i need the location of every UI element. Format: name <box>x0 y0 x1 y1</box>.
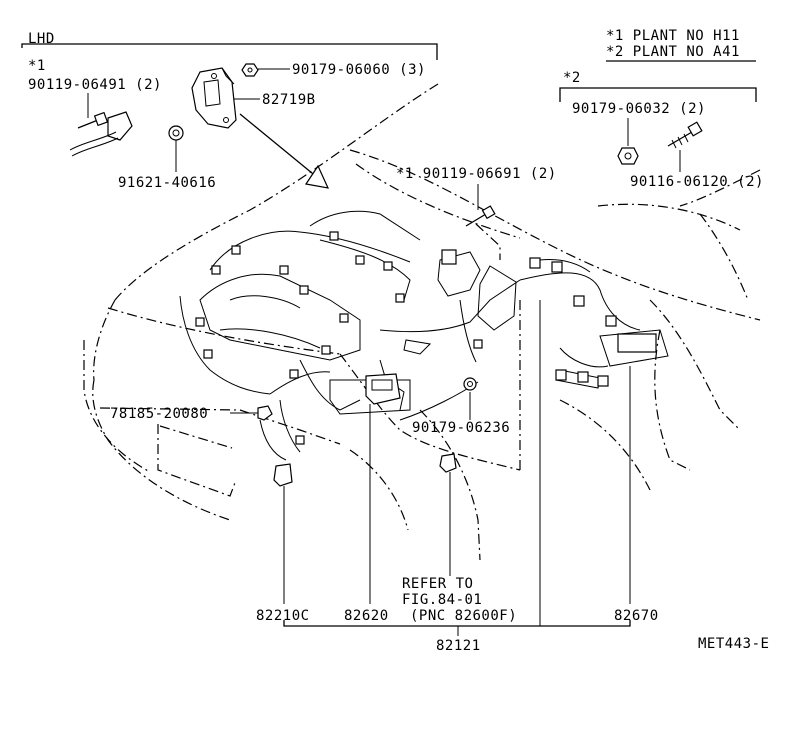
part-label-90119-06491: 90119-06491 (2) <box>28 77 162 93</box>
car-body-outline <box>83 83 761 561</box>
nut-icon <box>463 377 477 391</box>
part-label-90119-06691: *1 90119-06691 (2) <box>396 166 557 182</box>
plant-legend: *1 PLANT NO H11 *2 PLANT NO A41 <box>606 28 756 62</box>
bracket-82121 <box>283 620 631 627</box>
part-label-90179-06236: 90179-06236 <box>412 420 510 436</box>
part-label-78185-20080: 78185-20080 <box>110 406 208 422</box>
part-label-82620: 82620 <box>344 608 389 624</box>
connector-icon <box>439 453 457 473</box>
detail-arrow-icon <box>239 113 330 189</box>
part-label-91621-40616: 91621-40616 <box>118 175 216 191</box>
nut-icon <box>617 147 639 165</box>
bracket-82719b <box>191 67 237 129</box>
lhd-mark: *1 <box>28 58 46 74</box>
lhd-bracket-line <box>21 43 438 60</box>
callouts: *1 90119-06691 (2) 78185-20080 90179-062… <box>110 166 659 654</box>
refer-line-2: FIG.84-01 <box>402 592 482 608</box>
legend-note-2: *2 PLANT NO A41 <box>606 44 740 60</box>
part-label-82719b: 82719B <box>262 92 316 108</box>
part-label-82121: 82121 <box>436 638 481 654</box>
lhd-title: LHD <box>28 31 55 47</box>
screw-icon <box>465 205 496 227</box>
clip-icon <box>257 405 273 421</box>
legend-note-1: *1 PLANT NO H11 <box>606 28 740 44</box>
relay-block-icon <box>617 333 657 353</box>
figure-code: MET443-E <box>698 636 769 652</box>
lhd-detail: LHD *1 90119-06491 (2) 90179-06060 (3) 8… <box>21 31 438 191</box>
part-label-90116-06120: 90116-06120 (2) <box>630 174 764 190</box>
plant2-bracket-line <box>559 87 757 102</box>
refer-line-3: (PNC 82600F) <box>410 608 517 624</box>
plant2-mark: *2 <box>563 70 581 86</box>
relay-82210c <box>273 463 293 487</box>
part-label-90179-06032: 90179-06032 (2) <box>572 101 706 117</box>
screw-clip-icon <box>69 111 133 157</box>
bolt-icon <box>667 121 703 149</box>
nut-icon <box>241 63 259 77</box>
fuse-block-82620 <box>365 373 401 405</box>
refer-line-1: REFER TO <box>402 576 473 592</box>
clamp-icon <box>168 125 184 141</box>
part-label-90179-06060: 90179-06060 (3) <box>292 62 426 78</box>
part-label-82670: 82670 <box>614 608 659 624</box>
plant2-detail: *2 90179-06032 (2) 90116-06120 (2) <box>559 70 764 190</box>
part-label-82210c: 82210C <box>256 608 310 624</box>
